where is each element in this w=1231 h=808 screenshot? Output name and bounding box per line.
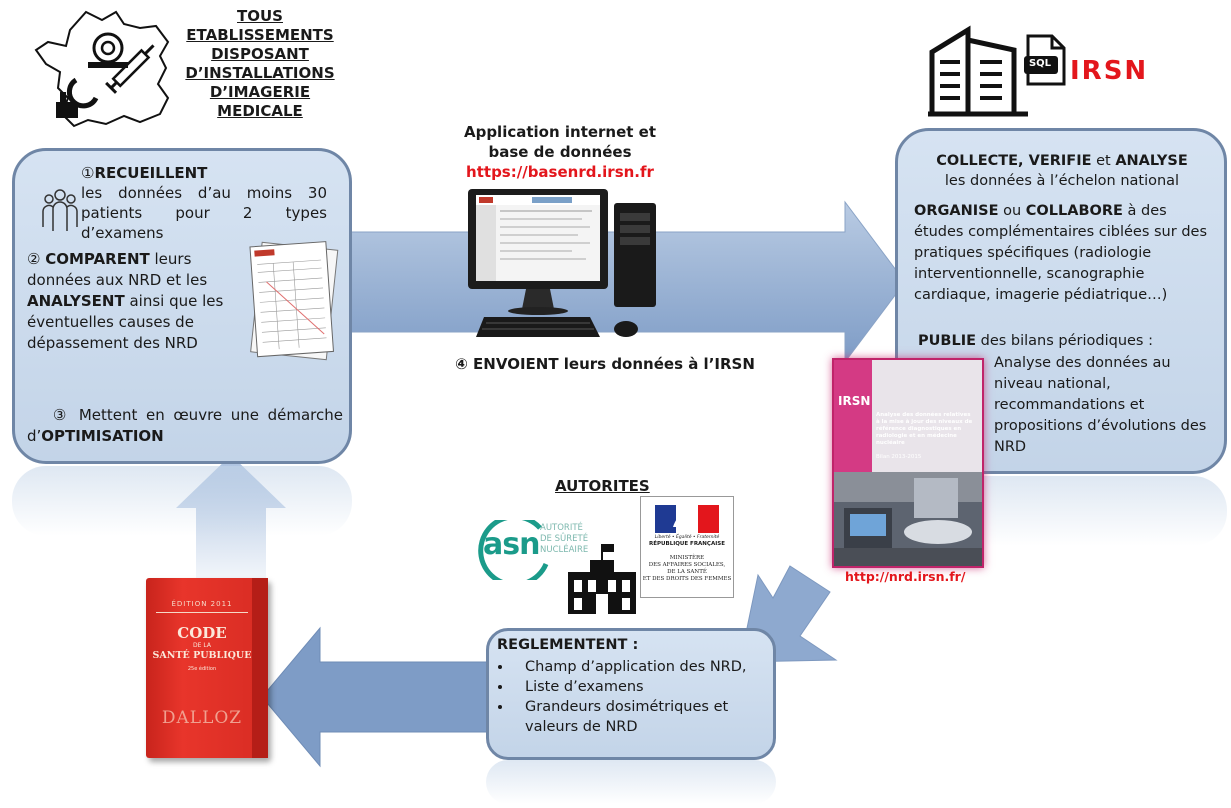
heading-line: MEDICALE [217,102,303,120]
establishments-heading: TOUS ETABLISSEMENTS DISPOSANT D’INSTALLA… [180,7,340,121]
ministry-line: ET DES DROITS DES FEMMES [642,576,732,582]
collect-and: et [1096,153,1111,169]
book-publisher: DALLOZ [161,708,243,728]
app-title-line: base de données [488,143,632,161]
step1-text: ①RECUEILLENT les données d’au moins 30 p… [81,163,327,243]
collect-text: COLLECTE, VERIFIE et ANALYSE les données… [906,151,1218,191]
step2-text: ② COMPARENT leurs données aux NRD et les… [27,249,232,354]
book-edge [252,578,268,758]
organise-or: ou [1003,203,1022,219]
report-photo [834,472,982,566]
government-building-icon [568,544,636,614]
rf-motto: Liberté • Égalité • Fraternité [654,535,720,540]
heading-line: DISPOSANT [211,45,309,63]
regulation-heading: REGLEMENTENT : [497,637,639,653]
report-brand: IRSN [838,394,871,408]
regulation-item: Liste d’examens [513,677,783,697]
sql-database-icon [1024,34,1066,86]
collaborate-verb: COLLABORE [1025,203,1123,219]
step2-compare-text: leurs données aux NRD et les [27,250,208,289]
regulation-item: Champ d’application des NRD, [513,657,783,677]
report-subtitle: Bilan 2013-2015 [876,454,922,460]
organise-description: à des études complémentaires ciblées sur… [914,203,1208,303]
collect-scope: les données à l’échelon national [944,173,1180,189]
step3-text: ③ Mettent en œuvre une démarche d’OPTIMI… [27,405,343,447]
asn-full-name: AUTORITÉ DE SÛRETÉ NUCLÉAIRE [540,523,588,556]
book-title-code: CODE [177,624,227,642]
regulation-list: Champ d’application des NRD, Liste d’exa… [495,657,783,737]
organise-text: ORGANISE ou COLLABORE à des études compl… [914,201,1214,306]
organise-verb: ORGANISE [914,203,999,219]
regulation-item: Grandeurs dosimétriques et valeurs de NR… [513,697,783,737]
analyse-verb: ANALYSE [1115,153,1188,169]
publish-text: PUBLIE des bilans périodiques : [918,331,1218,351]
people-icon [42,189,78,231]
ministry-line: MINISTÈRE [669,555,705,561]
step2-marker: ② [27,250,41,268]
authorities-heading: AUTORITES [555,477,650,495]
report-title: Analyse des données relatives à la mise … [876,412,973,446]
marianne-flag-icon [655,505,719,533]
step4-marker: ④ [455,355,468,373]
step2-verb-compare: COMPARENT [45,250,150,268]
publish-verb: PUBLIE [918,333,976,349]
irsn-logo-text: IRSN [1070,56,1149,86]
asn-name-line: DE SÛRETÉ [540,534,589,544]
asn-logo-icon [478,520,549,580]
application-caption: Application internet et base de données … [440,122,680,182]
left-box-reflection [12,466,352,536]
ministry-line: DE LA SANTÉ [667,569,707,575]
step2-analyse-text: ainsi que les éventuelles causes de dépa… [27,292,224,352]
step3-marker: ③ [52,406,71,424]
ministry-line: DES AFFAIRES SOCIALES, [648,562,726,568]
step1-description: les données d’au moins 30 patients pour … [81,184,327,242]
step4-text: ENVOIENT leurs données à l’IRSN [473,355,755,373]
book-rule [156,612,248,613]
book-title-sante: SANTÉ PUBLIQUE [152,650,252,661]
publish-detail: Analyse des données au niveau national, … [994,355,1207,455]
sql-label: SQL [1028,58,1052,69]
data-form-icon [249,241,339,361]
report-url-link[interactable]: http://nrd.irsn.fr/ [845,569,966,584]
rf-name: RÉPUBLIQUE FRANÇAISE [649,541,725,547]
heading-line: D’IMAGERIE [209,83,311,101]
book-edition: ÉDITION 2011 [171,600,233,608]
heading-line: ETABLISSEMENTS [186,26,334,44]
publish-description: des bilans périodiques : [980,333,1153,349]
ministry-name: MINISTÈRE DES AFFAIRES SOCIALES, DE LA S… [641,555,733,583]
irsn-buildings-icon [928,25,1028,117]
step3-description: Mettent en œuvre une démarche d’ [27,406,343,445]
regulation-box: REGLEMENTENT : Champ d’application des N… [486,628,776,760]
arrow-to-code [261,626,491,768]
app-title-line: Application internet et [463,123,657,141]
asn-logo-text: asn [483,527,540,562]
step1-verb: RECUEILLENT [94,164,208,182]
step1-marker: ① [81,164,95,182]
computer-icon [468,189,656,337]
asn-name-line: NUCLÉAIRE [540,545,589,555]
france-medical-icon [34,10,170,128]
heading-line: D’INSTALLATIONS [185,64,335,82]
collect-verbs: COLLECTE, VERIFIE [936,153,1092,169]
book-subtitle: 25e édition [187,666,217,672]
code-sante-publique-book: ÉDITION 2011 CODE DE LA SANTÉ PUBLIQUE 2… [146,578,268,758]
book-title-de-la: DE LA [193,642,211,649]
heading-line: TOUS [237,7,283,25]
app-url-link[interactable]: https://basenrd.irsn.fr [466,163,654,181]
report-cover[interactable]: IRSN Analyse des données relatives à la … [832,358,984,568]
bottom-box-reflection [486,760,776,804]
step2-verb-analyse: ANALYSENT [27,292,125,310]
asn-name-line: AUTORITÉ [540,523,583,533]
ministry-logo: Liberté • Égalité • Fraternité RÉPUBLIQU… [640,496,734,598]
step4-caption: ④ ENVOIENT leurs données à l’IRSN [440,355,770,373]
step3-verb: OPTIMISATION [41,427,164,445]
